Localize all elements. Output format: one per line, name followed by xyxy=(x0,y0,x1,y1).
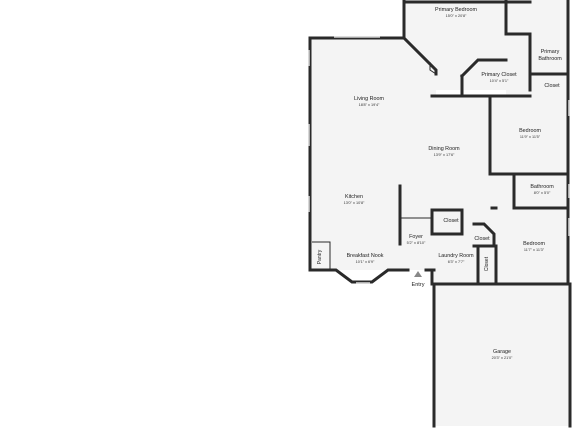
room-primary-bedroom-name: Primary Bedroom xyxy=(435,7,477,13)
room-bedroom-1-name: Bedroom xyxy=(519,128,541,134)
room-foyer-name: Foyer xyxy=(409,234,423,240)
room-living-name: Living Room xyxy=(354,96,384,102)
room-breakfast-nook-name: Breakfast Nook xyxy=(347,253,384,259)
room-foyer-dims: 5'2" x 8'10" xyxy=(407,241,426,245)
room-laundry-dims: 6'3" x 7'7" xyxy=(448,260,465,264)
room-bathroom-dims: 8'0" x 5'0" xyxy=(534,191,551,195)
room-dining-name: Dining Room xyxy=(428,146,460,152)
room-bedroom-1-dims: 11'9" x 11'5" xyxy=(520,135,541,139)
room-breakfast-nook-dims: 10'1" x 6'9" xyxy=(356,260,375,264)
room-garage-dims: 20'3" x 21'0" xyxy=(492,356,513,360)
room-bedroom-2-dims: 11'7" x 11'3" xyxy=(524,248,545,252)
room-closet-4-name: Closet xyxy=(484,256,490,271)
room-kitchen-name: Kitchen xyxy=(345,194,363,200)
room-kitchen-dims: 13'0" x 10'8" xyxy=(344,201,365,205)
room-closet-1-name: Closet xyxy=(544,83,560,89)
room-bathroom-name: Bathroom xyxy=(530,184,554,190)
room-closet-3-name: Closet xyxy=(474,236,490,242)
room-living-dims: 18'8" x 19'4" xyxy=(359,103,380,107)
floor-fill xyxy=(310,0,570,426)
room-bedroom-2-name: Bedroom xyxy=(523,241,545,247)
room-primary-closet-dims: 10'4" x 5'1" xyxy=(490,79,509,83)
room-garage-name: Garage xyxy=(493,349,511,355)
room-primary-bathroom-line2: Bathroom xyxy=(538,56,562,62)
entry-marker-icon xyxy=(414,271,422,277)
room-labels: Primary Bedroom 15'0" x 20'8" Primary Ba… xyxy=(317,7,562,360)
walls xyxy=(308,0,572,428)
room-primary-closet-name: Primary Closet xyxy=(481,72,517,78)
entry-label: Entry xyxy=(411,282,424,288)
room-closet-2-name: Closet xyxy=(443,218,459,224)
room-laundry-name: Laundry Room xyxy=(438,253,474,259)
room-primary-bathroom-line1: Primary xyxy=(541,49,560,55)
room-pantry-name: Pantry xyxy=(317,249,323,264)
room-dining-dims: 13'9" x 17'6" xyxy=(434,153,455,157)
room-primary-bedroom-dims: 15'0" x 20'8" xyxy=(446,14,467,18)
windows xyxy=(308,36,570,284)
